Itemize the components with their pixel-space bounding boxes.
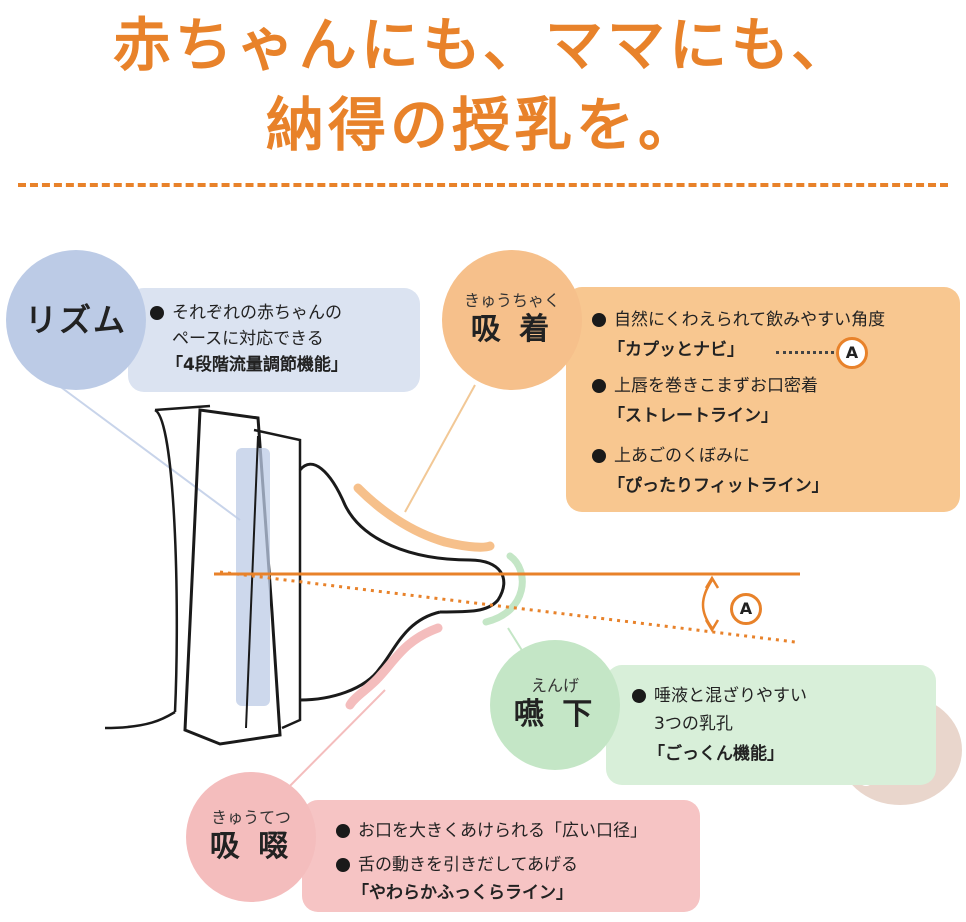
suck-ruby: きゅうてつ: [211, 808, 291, 827]
swallow-zone: [482, 552, 526, 626]
swallow-line-1: 唾液と混ざりやすい: [632, 683, 807, 709]
rhythm-line-3: 「4段階流量調節機能」: [166, 355, 348, 375]
connector-suck: [275, 689, 386, 801]
rhythm-box: それぞれの赤ちゃんの ペースに対応できる 「4段階流量調節機能」: [128, 288, 420, 392]
suck-label: 吸 啜: [209, 829, 293, 864]
swallow-circle: えんげ 嚥 下: [490, 640, 620, 770]
latch-item-2: 上唇を巻きこまずお口密着: [592, 373, 818, 399]
swallow-label: 嚥 下: [513, 697, 597, 732]
bottle-outline-left-curve: [154, 408, 179, 713]
latch-item-1-sub: 「カプッとナビ」: [608, 340, 744, 360]
rhythm-line-2: ペースに対応できる: [172, 329, 324, 349]
bottle-outline-left: [104, 404, 211, 730]
latch-dotted-leader: [776, 351, 834, 354]
latch-marker-badge: A: [836, 337, 868, 369]
suck-item-1: お口を大きくあけられる「広い口径」: [336, 818, 647, 844]
latch-item-3-sub: 「ぴったりフィットライン」: [608, 476, 829, 496]
angle-arrow-bottom: [704, 619, 720, 633]
angle-marker-badge: A: [730, 593, 762, 625]
connector-latch: [404, 384, 476, 513]
suck-circle: きゅうてつ 吸 啜: [186, 772, 316, 902]
angled-guide: [219, 570, 796, 644]
suck-item-2: 舌の動きを引きだしてあげる: [336, 852, 578, 878]
latch-circle: きゅうちゃく 吸 着: [442, 250, 582, 390]
nipple-outline-bottom: [299, 610, 441, 702]
headline-line-1: 赤ちゃんにも、ママにも、: [112, 11, 854, 79]
latch-label: 吸 着: [470, 312, 554, 347]
latch-ruby: きゅうちゃく: [463, 291, 560, 310]
latch-zone: [353, 483, 495, 552]
collar-outer: [183, 408, 282, 746]
collar-ring-line: [245, 435, 259, 729]
latch-item-3: 上あごのくぼみに: [592, 443, 750, 469]
suck-box: お口を大きくあけられる「広い口径」 舌の動きを引きだしてあげる 「やわらかふっく…: [302, 800, 700, 912]
latch-item-1: 自然にくわえられて飲みやすい角度: [591, 307, 885, 333]
suck-zone: [345, 623, 443, 710]
rhythm-circle: リズム: [6, 250, 146, 390]
suck-item-2-sub: 「やわらかふっくらライン」: [352, 883, 573, 903]
swallow-ruby: えんげ: [530, 676, 579, 695]
rhythm-label: リズム: [24, 301, 127, 339]
rhythm-line-1: それぞれの赤ちゃんの: [150, 300, 342, 326]
headline-line-2: 納得の授乳を。: [265, 91, 700, 159]
latch-box: 自然にくわえられて飲みやすい角度 「カプッとナビ」 A 上唇を巻きこまずお口密着…: [566, 287, 960, 512]
swallow-box: 唾液と混ざりやすい 3つの乳孔 「ごっくん機能」: [606, 665, 936, 785]
connector-rhythm: [57, 384, 241, 521]
swallow-line-2: 3つの乳孔: [654, 714, 733, 734]
collar-inner: [253, 428, 302, 730]
nipple-outline-top: [298, 462, 506, 614]
latch-item-2-sub: 「ストレートライン」: [608, 406, 778, 426]
angle-arrow-top: [704, 575, 720, 589]
swallow-line-3: 「ごっくん機能」: [648, 744, 784, 764]
dashed-divider: [18, 183, 948, 187]
